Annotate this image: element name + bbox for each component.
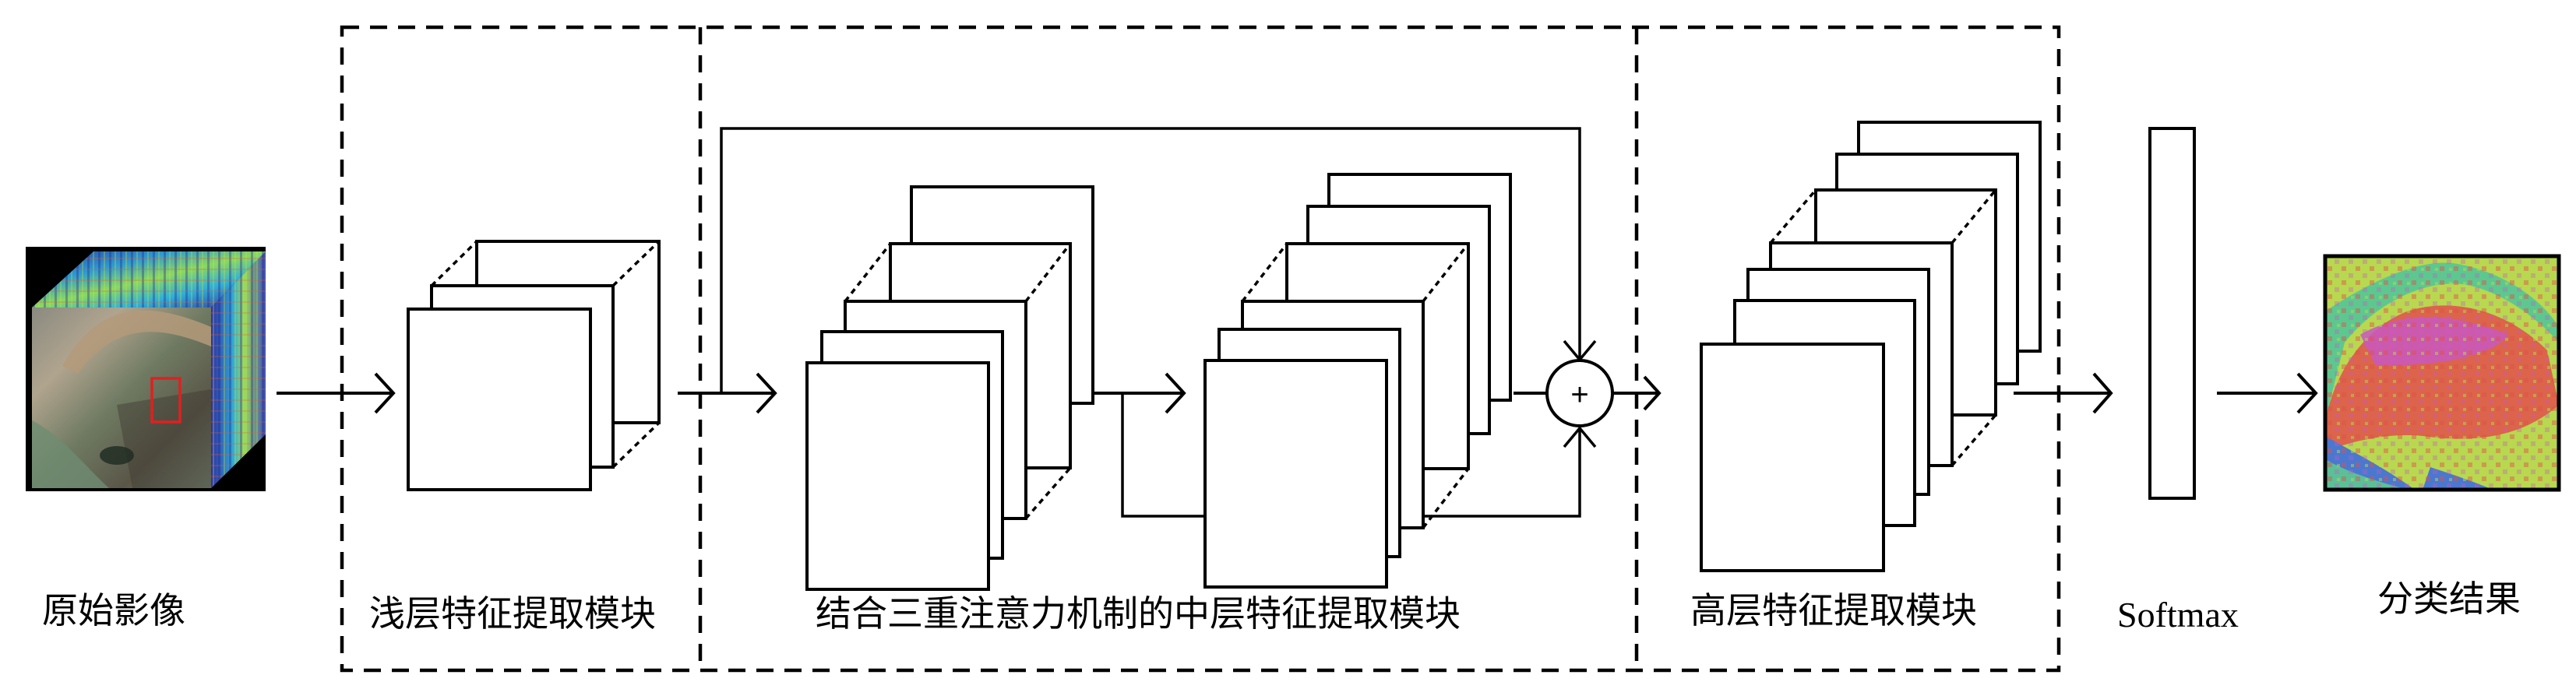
softmax-layer bbox=[2148, 127, 2196, 500]
plus-icon: + bbox=[1570, 378, 1588, 412]
shallow-feature-maps bbox=[407, 240, 661, 491]
sample-patch-highlight bbox=[150, 377, 181, 424]
river-shape bbox=[62, 310, 211, 374]
skip-connection-top bbox=[720, 127, 1581, 393]
middle-block-2-feature-maps bbox=[1203, 173, 1512, 589]
arrow-shallow-to-middle bbox=[678, 372, 777, 414]
middle-block-1-feature-maps bbox=[805, 185, 1094, 591]
feature-map bbox=[805, 361, 990, 591]
elementwise-add-node: + bbox=[1545, 359, 1614, 427]
add-circle bbox=[1545, 359, 1614, 427]
label-classification-result: 分类结果 bbox=[2377, 578, 2521, 620]
arrow-block1-to-block2 bbox=[1087, 372, 1186, 414]
arrow-high-to-softmax bbox=[2014, 372, 2113, 414]
skip-bottom-arrowhead bbox=[1563, 426, 1597, 448]
outer-dashed-box bbox=[340, 25, 2061, 673]
classification-result-map bbox=[2323, 254, 2561, 492]
label-high-module: 高层特征提取模块 bbox=[1690, 589, 1977, 631]
label-middle-module: 结合三重注意力机制的中层特征提取模块 bbox=[816, 592, 1461, 634]
input-hyperspectral-cube bbox=[26, 247, 266, 491]
feature-map bbox=[1700, 343, 1885, 572]
arrow-input-to-shallow bbox=[277, 372, 396, 414]
label-softmax: Softmax bbox=[2117, 595, 2239, 634]
map-border bbox=[2323, 254, 2561, 492]
arrow-softmax-to-output bbox=[2217, 372, 2318, 414]
feature-map bbox=[1203, 359, 1388, 589]
flow-arrows bbox=[277, 372, 2318, 414]
label-shallow-module: 浅层特征提取模块 bbox=[369, 592, 656, 634]
high-level-feature-maps bbox=[1700, 121, 2042, 572]
feature-map bbox=[407, 308, 592, 491]
module-boundaries bbox=[340, 25, 2061, 673]
stage-labels: 原始影像 浅层特征提取模块 结合三重注意力机制的中层特征提取模块 高层特征提取模… bbox=[42, 578, 2521, 634]
arrow-add-to-high bbox=[1612, 375, 1662, 411]
label-input-image: 原始影像 bbox=[42, 589, 185, 631]
